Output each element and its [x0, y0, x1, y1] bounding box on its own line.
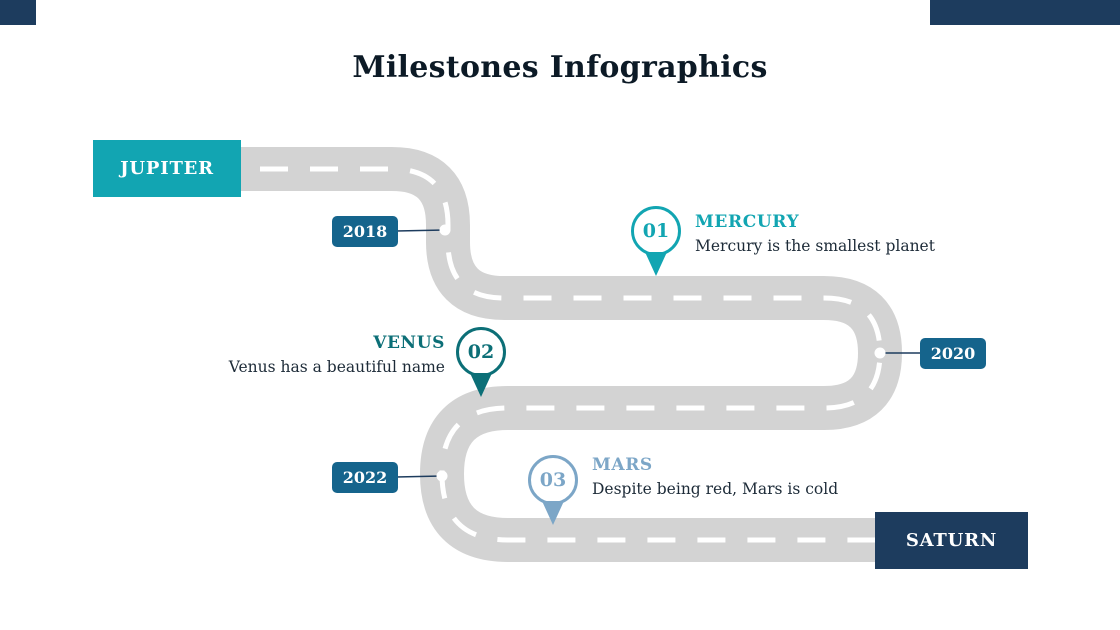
connector-line-2018	[395, 229, 446, 232]
milestone-pin-02: 02	[456, 327, 506, 397]
end-label-text: SATURN	[905, 530, 998, 551]
year-badge-2020: 2020	[920, 338, 986, 369]
milestone-name-mercury: MERCURY	[695, 212, 800, 232]
corner-accent-left	[0, 0, 36, 25]
milestone-text-mercury: MERCURY Mercury is the smallest planet	[695, 212, 935, 255]
milestone-desc-mars: Despite being red, Mars is cold	[592, 480, 839, 498]
road-dot-2022	[436, 470, 448, 482]
milestone-name-mars: MARS	[592, 455, 653, 475]
milestone-number-01: 01	[631, 206, 681, 256]
start-label-text: JUPITER	[120, 158, 214, 179]
year-badge-text: 2020	[930, 344, 976, 363]
milestone-name-venus: VENUS	[373, 333, 445, 353]
pin-tail-icon	[542, 501, 564, 525]
milestone-pin-01: 01	[631, 206, 681, 276]
road-dot-2018	[439, 224, 451, 236]
pin-tail-icon	[470, 373, 492, 397]
page-title: Milestones Infographics	[352, 50, 768, 85]
year-badge-text: 2018	[342, 222, 388, 241]
year-badge-2022: 2022	[332, 462, 398, 493]
connector-line-2022	[395, 475, 443, 478]
road-dot-2020	[874, 347, 886, 359]
end-label-saturn: SATURN	[875, 512, 1028, 569]
milestone-pin-03: 03	[528, 455, 578, 525]
pin-tail-icon	[645, 252, 667, 276]
milestone-text-mars: MARS Despite being red, Mars is cold	[592, 455, 838, 498]
milestone-number-02: 02	[456, 327, 506, 377]
milestone-number-03: 03	[528, 455, 578, 505]
milestone-text-venus: VENUS Venus has a beautiful name	[229, 333, 445, 376]
year-badge-text: 2022	[342, 468, 388, 487]
start-label-jupiter: JUPITER	[93, 140, 241, 197]
year-badge-2018: 2018	[332, 216, 398, 247]
milestone-desc-mercury: Mercury is the smallest planet	[695, 237, 935, 255]
milestone-desc-venus: Venus has a beautiful name	[228, 358, 445, 376]
corner-accent-right	[930, 0, 1120, 25]
